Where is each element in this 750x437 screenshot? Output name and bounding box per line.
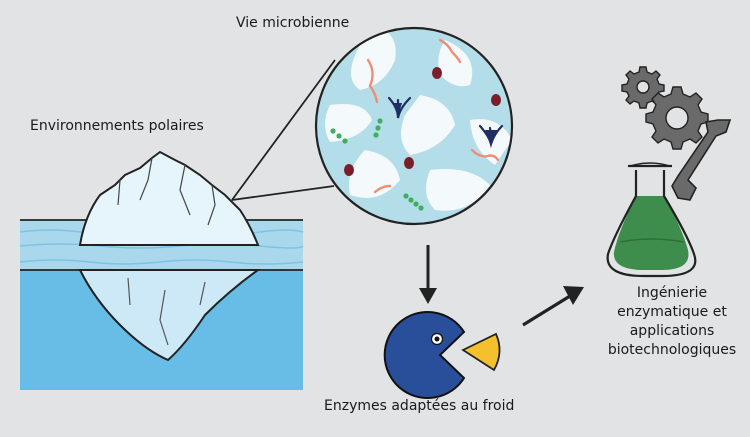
- label-line-4: biotechnologiques: [607, 342, 737, 358]
- wrench-icon: [671, 119, 732, 201]
- zoom-lines: [231, 59, 336, 201]
- label-line-1: Ingénierie: [636, 285, 708, 301]
- gear-icon: [621, 66, 709, 150]
- pacman-enzyme-icon: [383, 311, 466, 399]
- label-line-2: enzymatique et: [617, 304, 727, 320]
- diagonal-arrow-icon: [522, 286, 584, 327]
- microbe-icon: [330, 38, 504, 211]
- down-arrow-icon: [419, 245, 437, 304]
- label-line-3: applications: [629, 323, 715, 339]
- flask-icon: [606, 162, 697, 278]
- label-cold-adapted-enzymes: Enzymes adaptées au froid: [324, 398, 515, 414]
- label-microbial-life: Vie microbienne: [236, 15, 350, 31]
- label-enzyme-engineering: Ingénierie enzymatique et applications b…: [608, 284, 736, 360]
- label-polar-environments: Environnements polaires: [30, 118, 204, 134]
- iceberg-icon: [78, 150, 262, 362]
- magnifier-circle-icon: [314, 26, 514, 226]
- cheese-wedge-icon: [461, 332, 501, 372]
